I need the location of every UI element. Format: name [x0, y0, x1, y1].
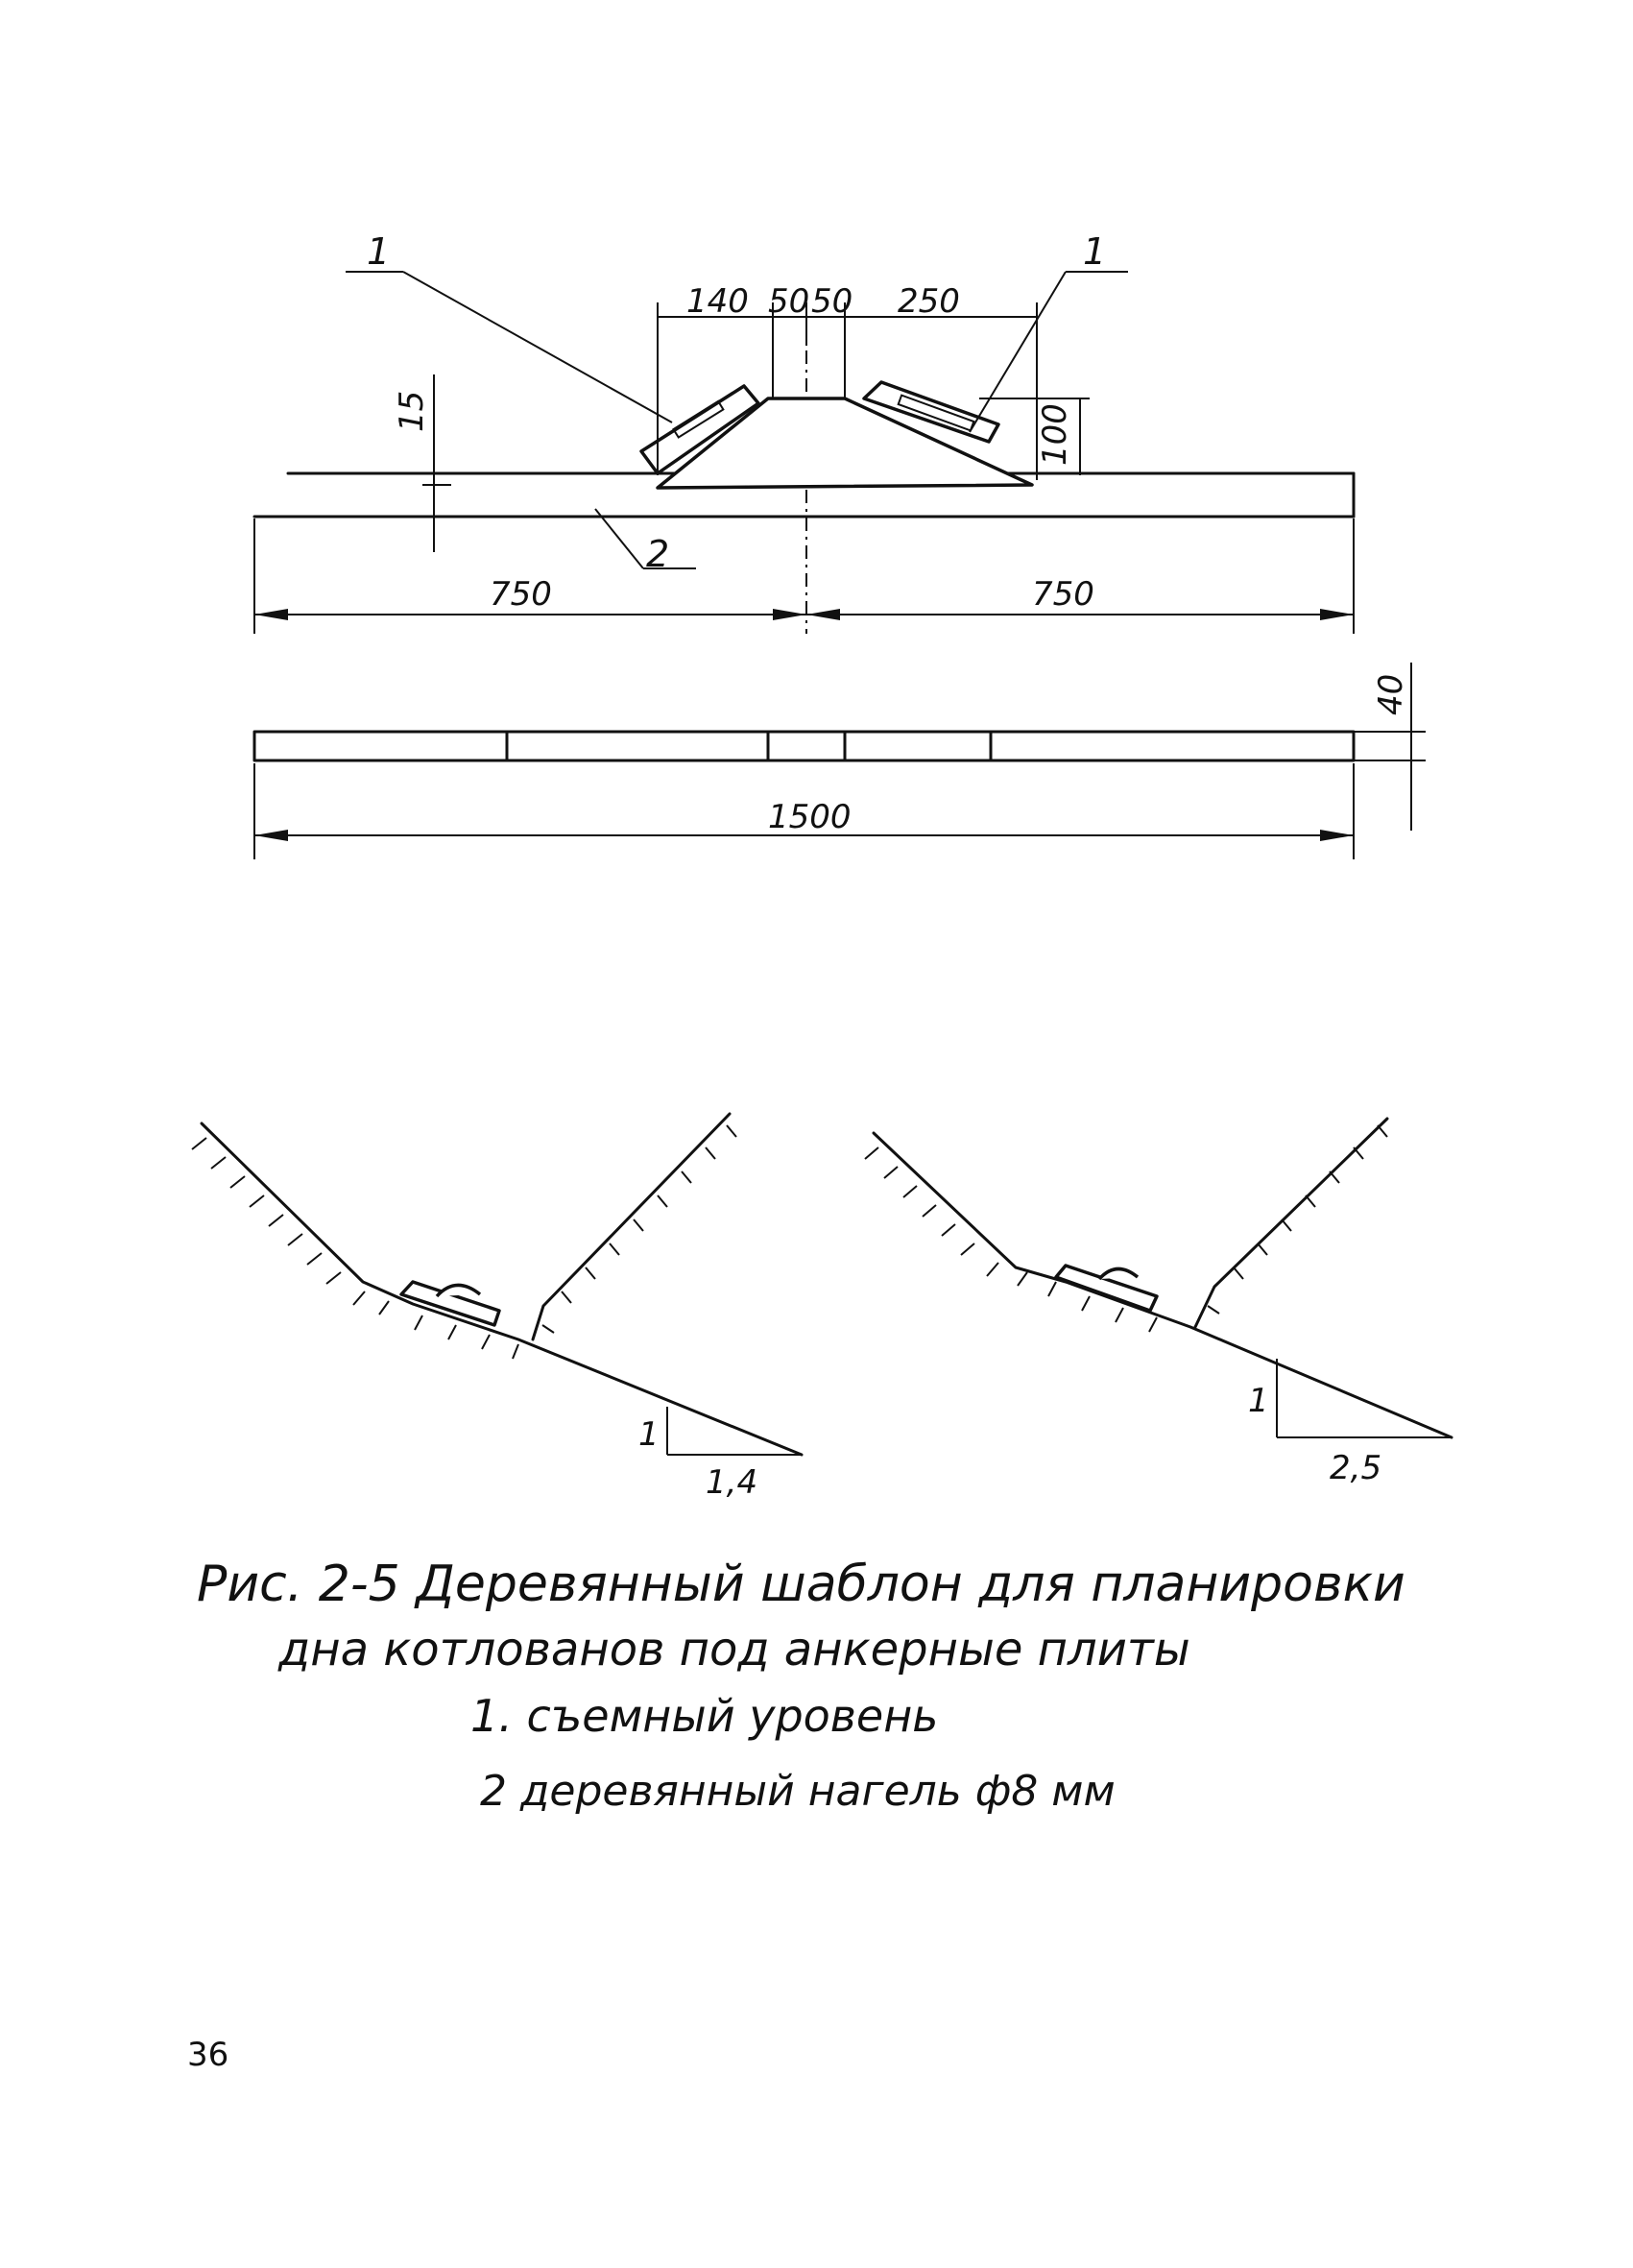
slope-right-rise: 1	[1248, 1382, 1269, 1420]
level-block-right	[862, 380, 1000, 444]
slope-left-run: 1,4	[706, 1463, 757, 1502]
callout-right-label: 1	[1083, 230, 1106, 273]
callout-dowel-label: 2	[646, 533, 669, 575]
level-block-left	[639, 384, 760, 475]
dim-750-left: 750	[490, 575, 552, 614]
dim-1500: 1500	[768, 798, 852, 836]
figure-caption-subtitle: дна котлованов под анкерные плиты	[278, 1623, 1190, 1677]
side-view: 1 1 2 140 50 50 250 100 15 750 750	[252, 230, 1356, 634]
dim-750-right: 750	[1032, 575, 1094, 614]
dim-50b: 50	[811, 282, 853, 321]
slope-sketch-right: 1 2,5	[864, 1117, 1453, 1487]
legend-item-1: 1. съемный уровень	[470, 1690, 939, 1742]
template-on-slope-right	[1054, 1264, 1159, 1313]
dim-50a: 50	[768, 282, 809, 321]
page-number: 36	[187, 2036, 229, 2074]
callout-left-label: 1	[367, 230, 390, 273]
dim-250: 250	[898, 282, 960, 321]
slope-right-run: 2,5	[1330, 1449, 1381, 1487]
slope-sketch-left: 1 1,4	[191, 1112, 804, 1502]
plan-view: 1500 40	[252, 663, 1426, 859]
dim-40: 40	[1372, 674, 1410, 715]
dim-140: 140	[686, 282, 749, 321]
figure-caption-title: Рис. 2-5 Деревянный шаблон для планировк…	[197, 1556, 1405, 1613]
legend-item-2: 2 деревянный нагель ф8 мм	[480, 1767, 1116, 1816]
template-on-slope-left	[399, 1280, 501, 1327]
slope-left-rise: 1	[638, 1415, 660, 1454]
dim-100: 100	[1036, 403, 1074, 466]
dim-15: 15	[393, 391, 431, 432]
